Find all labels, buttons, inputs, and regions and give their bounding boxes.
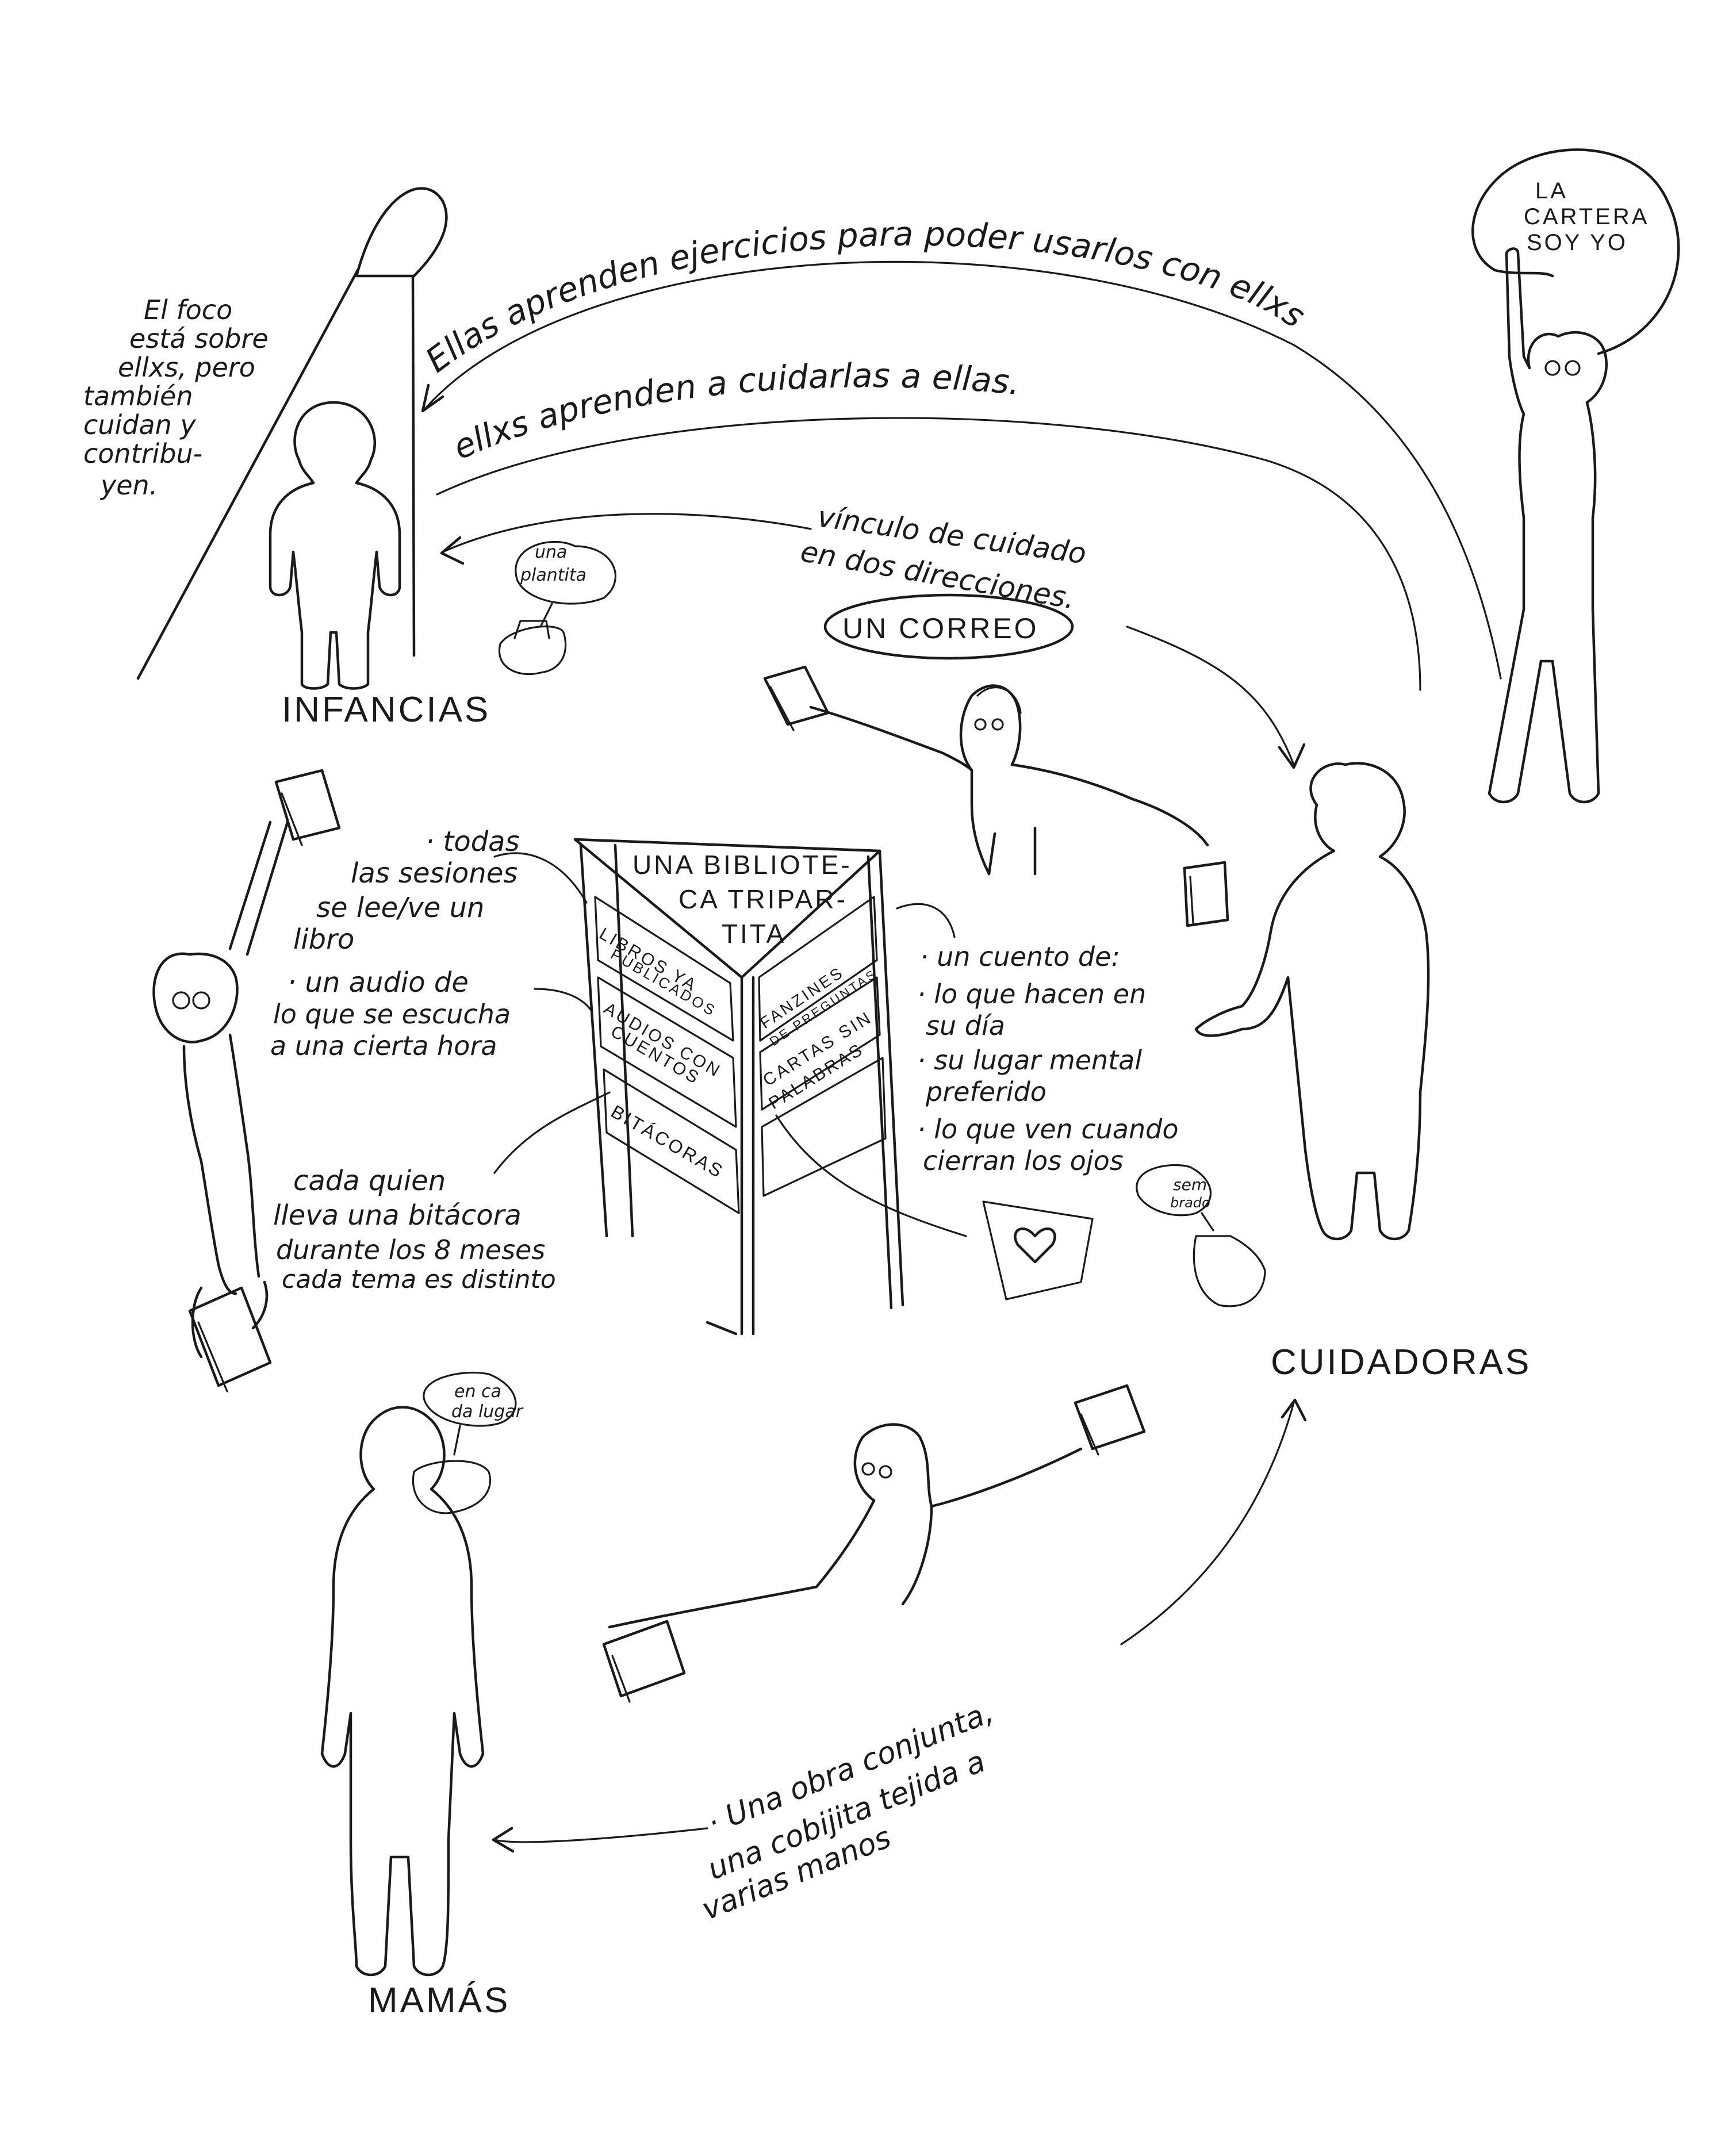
book-icon	[1074, 1384, 1146, 1456]
cuento-line-5: preferido	[925, 1076, 1046, 1107]
cuento-line-4: · su lugar mental	[917, 1045, 1142, 1076]
plantita-line-2: plantita	[520, 565, 586, 585]
leader-cuento	[896, 903, 956, 938]
cuidadoras-figure	[1194, 762, 1430, 1241]
encada-line-1: en ca	[454, 1382, 501, 1402]
library-title-3: TITA	[722, 919, 786, 949]
bitacora-line-4: cada tema es distinto	[282, 1265, 556, 1294]
foco-line-1: El foco	[144, 294, 232, 325]
mamas-label: MAMÁS	[368, 1981, 510, 2020]
arc-outer-text: Ellas aprenden ejercicios para poder usa…	[418, 214, 1312, 380]
obra-arrow-left	[493, 1827, 708, 1843]
foco-line-5: cuidan y	[83, 409, 196, 440]
infancias-label: INFANCIAS	[282, 690, 490, 730]
heart-letter-icon	[982, 1200, 1094, 1300]
leader-todas	[493, 852, 588, 904]
encada-line-2: da lugar	[451, 1402, 524, 1422]
mamas-figure	[320, 1406, 485, 1977]
spotlight-icon	[136, 187, 448, 680]
arc-outer-textpath: Ellas aprenden ejercicios para poder usa…	[418, 214, 1312, 380]
audio-line-1: · un audio de	[288, 966, 469, 999]
cuento-line-6: · lo que ven cuando	[917, 1114, 1179, 1145]
cuento-line-2: · lo que hacen en	[917, 979, 1146, 1010]
semillas-line-1: sem	[1173, 1175, 1207, 1194]
foco-line-6: contribu-	[83, 438, 202, 469]
correo-text: UN CORREO	[842, 612, 1039, 645]
library-title-2: CA TRIPAR-	[678, 884, 848, 914]
arc-outer	[424, 260, 1502, 680]
center-top-person	[809, 684, 1209, 876]
cartera-line-3: SOY YO	[1527, 230, 1628, 255]
obra-arrow-left-head	[492, 1827, 515, 1853]
plant-pot-icon: una plantita	[498, 541, 616, 676]
correo-bubble: UN CORREO	[823, 593, 1074, 660]
obra-arrow-right	[1120, 1402, 1295, 1645]
arc-inner-text: ellxs aprenden a cuidarlas a ellas.	[447, 356, 1022, 467]
bitacora-line-3: durante los 8 meses	[276, 1234, 545, 1265]
obra-arrow-right-head	[1281, 1398, 1307, 1422]
cuento-line-1: · un cuento de:	[920, 941, 1120, 972]
cartera-line-1: LA	[1535, 178, 1568, 204]
cuidadoras-label: CUIDADORAS	[1271, 1342, 1531, 1382]
foco-line-2: está sobre	[129, 323, 269, 354]
arc-outer-arrowhead	[421, 383, 444, 413]
left-person	[152, 820, 289, 1359]
todas-line-2: las sesiones	[351, 857, 518, 889]
cuento-line-7: cierran los ojos	[923, 1145, 1124, 1176]
vinculo-arrow-right-head	[1278, 743, 1306, 769]
book-icon	[602, 1620, 686, 1703]
plant-pot-icon: en ca da lugar	[412, 1371, 524, 1514]
foco-line-3: ellxs, pero	[118, 352, 255, 383]
audio-line-3: a una cierta hora	[270, 1030, 497, 1061]
bitacora-line-1: cada quien	[293, 1165, 446, 1197]
cuento-line-3: su día	[926, 1010, 1005, 1041]
foco-line-7: yen.	[99, 470, 158, 501]
foco-line-4: también	[83, 381, 193, 412]
audio-line-2: lo que se escucha	[273, 999, 511, 1030]
cartera-line-2: CARTERA	[1524, 204, 1649, 229]
arc-inner-textpath: ellxs aprenden a cuidarlas a ellas.	[447, 356, 1022, 467]
child-figure-icon	[269, 401, 401, 690]
tripartite-library	[573, 838, 904, 1336]
vinculo-arrow-right	[1126, 626, 1295, 766]
leader-audio	[534, 988, 593, 1013]
center-bottom-person	[608, 1423, 1083, 1629]
cartera-figure: LA CARTERA SOY YO	[1471, 148, 1680, 804]
semillas-line-2: brado	[1170, 1195, 1210, 1211]
foco-note: El foco está sobre ellxs, pero también c…	[83, 294, 269, 501]
book-icon	[274, 769, 341, 846]
book-icon	[1183, 861, 1229, 927]
todas-line-1: · todas	[425, 826, 520, 858]
todas-line-4: libro	[293, 923, 354, 956]
plantita-line-1: una	[535, 542, 567, 562]
book-icon	[188, 1286, 272, 1392]
library-title-1: UNA BIBLIOTE-	[632, 850, 852, 880]
leader-bitacora	[493, 1091, 611, 1174]
leader-cartas	[775, 1114, 967, 1237]
bitacora-line-2: lleva una bitácora	[273, 1199, 522, 1232]
vinculo-arrow-left	[442, 513, 812, 553]
todas-line-3: se lee/ve un	[316, 892, 484, 924]
arc-inner	[436, 417, 1421, 691]
seed-jar-icon: sem brado	[1136, 1164, 1266, 1307]
book-icon	[763, 665, 830, 731]
vinculo-arrow-left-head	[440, 536, 465, 565]
